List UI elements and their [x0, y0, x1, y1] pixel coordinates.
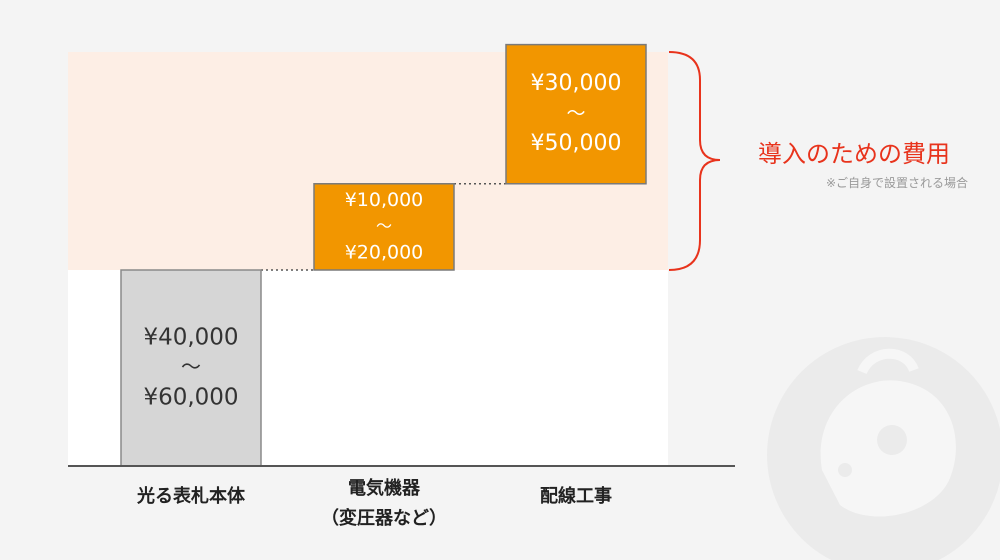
mascot-watermark-icon	[767, 337, 1000, 560]
bar-label-max: ¥20,000	[345, 242, 424, 264]
bar-wiring-work	[505, 43, 647, 185]
bar-label-min: ¥40,000	[143, 325, 238, 351]
x-tick-label: 光る表札本体	[136, 485, 246, 507]
bar-label-separator: 〜	[376, 216, 392, 235]
bar-electrical-equipment	[313, 183, 455, 271]
bar-label-min: ¥30,000	[531, 71, 622, 96]
x-tick-label: 配線工事	[540, 485, 612, 507]
bar-label-separator: 〜	[181, 355, 201, 379]
annotation-label: 導入のための費用	[758, 140, 950, 168]
bar-label-min: ¥10,000	[345, 189, 424, 211]
annotation-note: ※ご自身で設置される場合	[826, 175, 968, 190]
bar-label-separator: 〜	[566, 103, 585, 125]
x-tick-label-sub: （変圧器など）	[321, 507, 447, 529]
brace-bracket-icon	[668, 51, 721, 271]
bar-label-max: ¥60,000	[143, 385, 238, 411]
x-tick-label: 電気機器	[348, 477, 421, 499]
bar-label-max: ¥50,000	[531, 131, 622, 156]
